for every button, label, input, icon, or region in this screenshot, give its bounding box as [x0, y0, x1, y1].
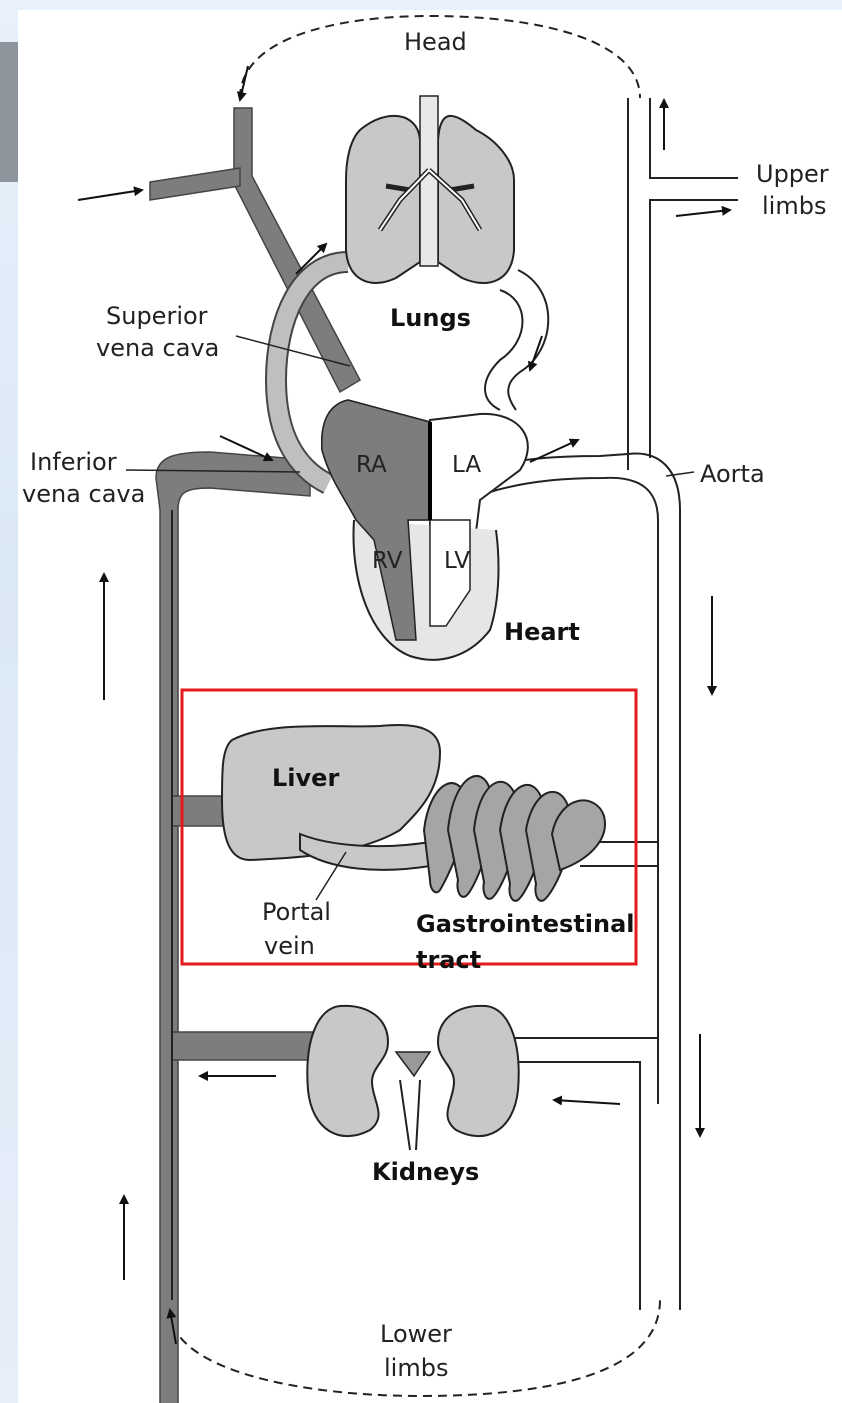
- label-rv: RV: [372, 548, 403, 574]
- label-lv: LV: [444, 548, 470, 574]
- label-lungs: Lungs: [390, 304, 471, 332]
- pulmonary-vein: [485, 290, 523, 410]
- arrow-arm-in: [78, 190, 142, 200]
- label-superior-2: vena cava: [96, 334, 219, 362]
- label-portal-1: Portal: [262, 898, 331, 926]
- label-superior-1: Superior: [106, 302, 208, 330]
- label-inferior-1: Inferior: [30, 448, 117, 476]
- label-head: Head: [404, 28, 467, 56]
- label-heart: Heart: [504, 618, 580, 646]
- label-inferior-2: vena cava: [22, 480, 145, 508]
- label-gi-1: Gastrointestinal: [416, 910, 635, 938]
- kidneys: [307, 1006, 518, 1150]
- arrow-renal-artery: [554, 1100, 620, 1104]
- arrow-head-return: [240, 66, 248, 100]
- arrow-aorta-out: [530, 440, 578, 462]
- label-liver: Liver: [272, 764, 339, 792]
- label-upper-limbs-1: Upper: [756, 160, 829, 188]
- arrow-pulmonary-in: [530, 336, 542, 370]
- label-upper-limbs-2: limbs: [762, 192, 826, 220]
- label-ra: RA: [356, 452, 387, 478]
- label-lower-1: Lower: [380, 1320, 452, 1348]
- label-kidneys: Kidneys: [372, 1158, 479, 1186]
- label-la: LA: [452, 452, 481, 478]
- label-portal-2: vein: [264, 932, 315, 960]
- liver: [222, 725, 440, 860]
- gi-tract: [424, 776, 605, 901]
- arrow-upper-limbs: [676, 210, 730, 216]
- lungs: [346, 96, 514, 283]
- label-lower-2: limbs: [384, 1354, 448, 1382]
- label-aorta: Aorta: [700, 460, 765, 488]
- label-gi-2: tract: [416, 946, 481, 974]
